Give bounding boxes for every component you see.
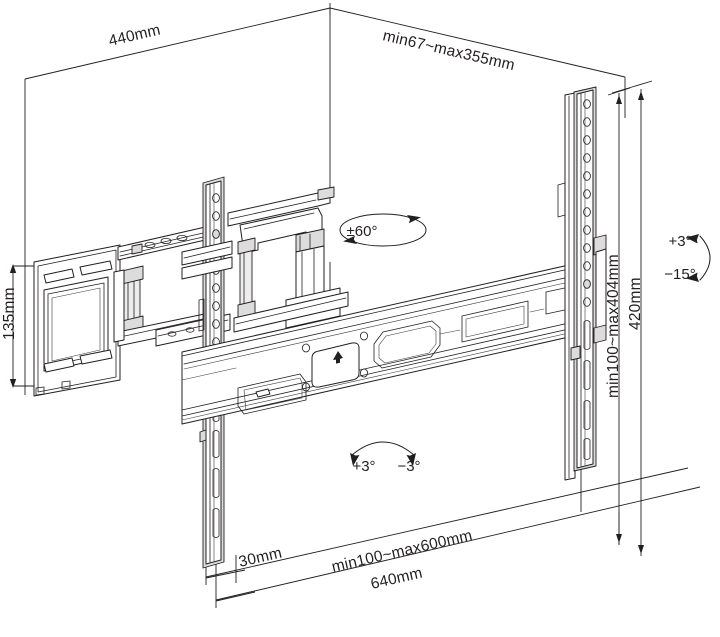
swivel-head-assembly [181,186,349,333]
swivel-angle-icon [339,213,427,247]
dimension-frame [24,3,701,608]
label-rotate-plus-3: +3° [352,458,375,475]
dimension-right-arrows [616,91,644,554]
rotate-angle-icon [350,441,416,466]
label-rotate-minus-3: −3° [397,458,420,475]
right-vesa-rail [557,86,607,481]
label-tilt-minus-15: −15° [664,266,695,283]
label-swivel-60: ±60° [347,223,378,240]
label-tilt-plus-3: +3° [668,233,691,250]
label-min67-max355mm: min67~max355mm [381,27,516,74]
tilt-angle-icon [686,234,711,282]
label-420mm: 420mm [627,277,644,330]
label-135mm: 135mm [1,287,18,340]
label-440mm: 440mm [107,21,162,49]
label-min100-max404mm: min100~max404mm [605,254,622,398]
wall-plate-assembly [33,244,121,397]
label-30mm: 30mm [237,544,284,570]
label-640mm: 640mm [369,564,424,592]
angle-labels: ±60° +3° −3° +3° −15° [347,223,696,475]
